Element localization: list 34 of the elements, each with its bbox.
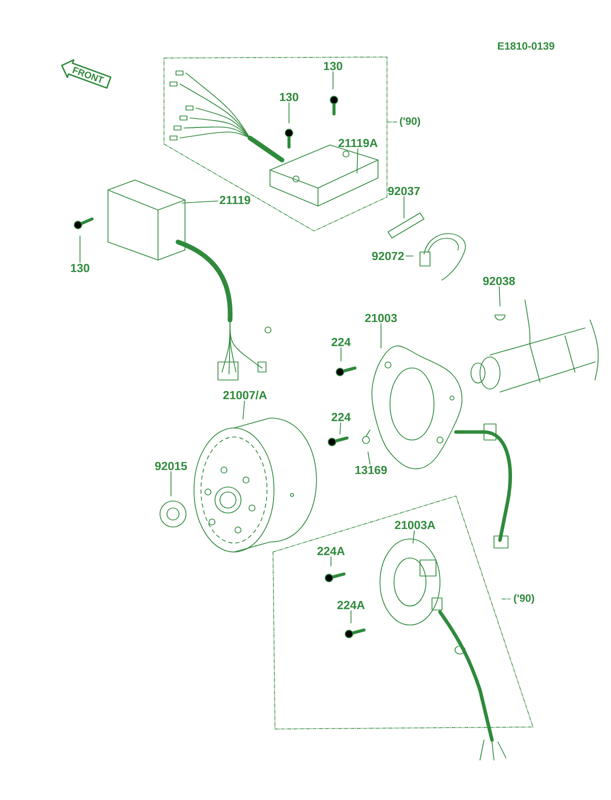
leader-line xyxy=(340,347,342,362)
leader-line xyxy=(330,556,332,566)
part-number: 21007/A xyxy=(223,390,267,400)
part-number: 224A xyxy=(317,546,345,556)
part-number: 92037 xyxy=(388,186,420,196)
leader-line xyxy=(350,610,352,624)
leader-line xyxy=(182,200,218,204)
part-number: 92038 xyxy=(483,276,515,286)
part-number: 224 xyxy=(332,412,351,422)
leader-line xyxy=(242,400,245,420)
part-number: 21003 xyxy=(365,314,397,322)
leader-line xyxy=(356,148,358,174)
drawing-number: E1810-0139 xyxy=(498,42,554,50)
leader-line xyxy=(380,323,382,348)
leader-line xyxy=(412,530,415,544)
leader-line xyxy=(340,422,342,434)
part-number: 21119A xyxy=(338,138,378,148)
leader-line xyxy=(288,102,290,124)
part-number: 130 xyxy=(280,92,298,102)
part-number: 21119 xyxy=(220,196,250,204)
leader-line xyxy=(368,452,370,465)
part-number: 130 xyxy=(324,62,342,70)
part-number: 21003A xyxy=(394,520,436,530)
part-number: 92015 xyxy=(155,462,187,470)
leader-line xyxy=(332,71,334,90)
part-number: 92072 xyxy=(372,252,404,260)
leader-line xyxy=(170,471,172,496)
part-number: 13169 xyxy=(355,466,387,474)
part-number: 130 xyxy=(70,264,90,272)
year-note: ('90) xyxy=(514,594,534,604)
part-number: 224 xyxy=(332,338,351,346)
part-number: 224A xyxy=(337,600,365,610)
year-note: ('90) xyxy=(400,117,420,127)
leader-line xyxy=(498,286,500,306)
